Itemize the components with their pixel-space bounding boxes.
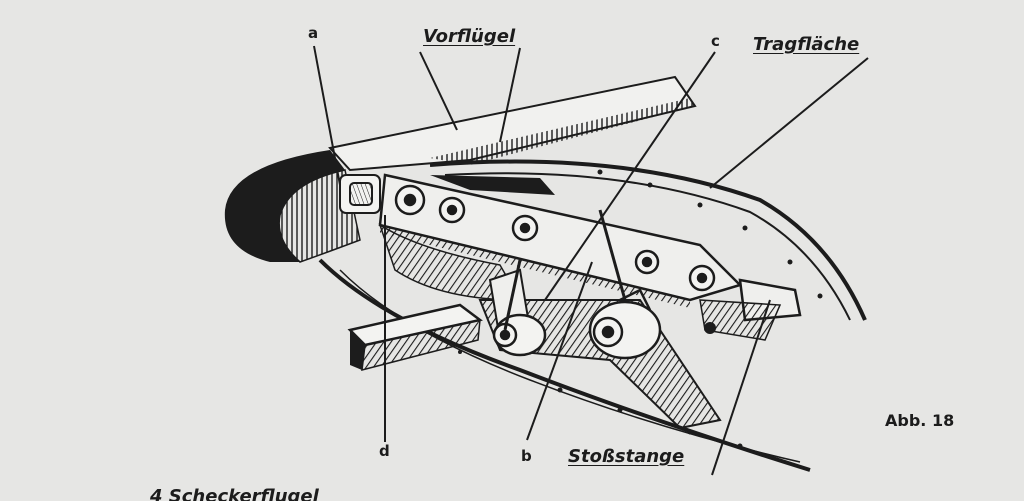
- figure-number: Abb. 18: [885, 411, 955, 430]
- nose-hinge: [339, 174, 381, 214]
- label-a: a: [308, 24, 319, 42]
- label-c: c: [711, 32, 720, 50]
- leader-stossstange: [711, 299, 771, 476]
- label-d: d: [379, 442, 390, 460]
- arm-bolts: [394, 184, 716, 292]
- leader-c: [544, 51, 716, 301]
- link-arm: [378, 173, 743, 308]
- label-tragflaeche: Tragfläche: [753, 34, 860, 55]
- leader-vorfluegel: [419, 51, 458, 131]
- link-rods: [503, 209, 627, 331]
- leader-tragflaeche: [709, 57, 869, 189]
- label-stossstange: Stoßstange: [568, 446, 685, 467]
- leader-lines: [313, 45, 869, 476]
- label-b: b: [521, 447, 532, 465]
- lower-pivots: [492, 288, 662, 360]
- lower-lever: [347, 303, 483, 372]
- leader-a: [313, 45, 341, 186]
- wing-outline: [318, 159, 867, 472]
- cut-off-caption: 4 Scheckerflugel: [150, 486, 319, 501]
- leader-b: [526, 261, 593, 441]
- label-vorfluegel: Vorflügel: [423, 26, 516, 47]
